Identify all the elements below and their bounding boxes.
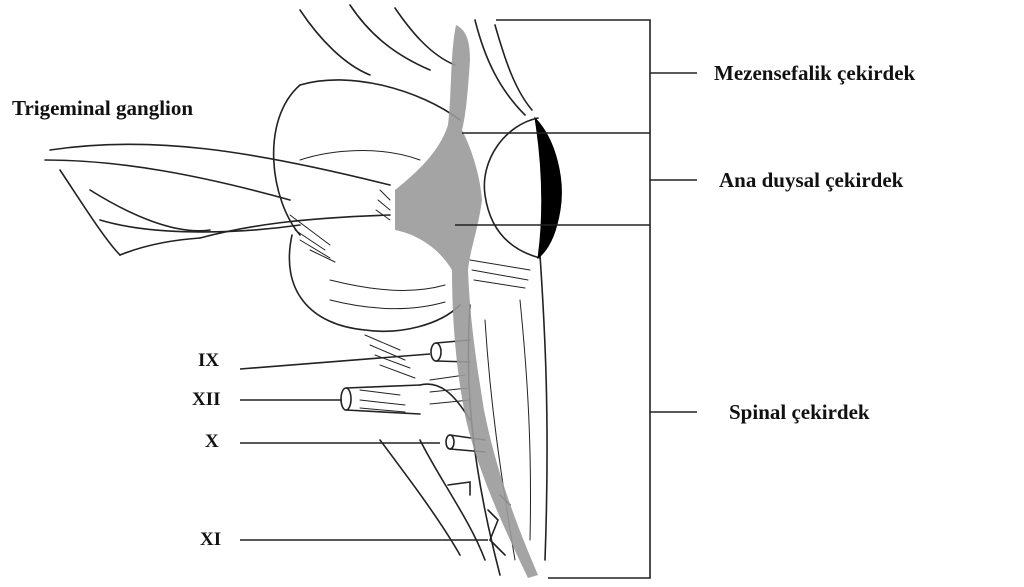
label-nerve-x: X	[205, 432, 219, 451]
nerve-ix-stub	[431, 343, 441, 361]
lens-outline	[484, 118, 540, 258]
leader-ix	[240, 354, 430, 369]
midbrain-outline	[300, 10, 370, 75]
trigeminal-nerve	[50, 144, 390, 185]
label-trigeminal-ganglion: Trigeminal ganglion	[12, 98, 193, 119]
label-main-sensory-nucleus: Ana duysal çekirdek	[719, 170, 903, 191]
nerve-x-stub	[446, 435, 454, 449]
main-sensory-nucleus-crescent	[535, 118, 561, 258]
level-bracket	[496, 20, 650, 578]
label-spinal-nucleus: Spinal çekirdek	[729, 402, 870, 423]
label-nerve-xii: XII	[192, 390, 221, 409]
nerve-xi-stub	[448, 482, 470, 495]
label-nerve-xi: XI	[200, 530, 221, 549]
label-nerve-ix: IX	[198, 351, 219, 370]
nerve-xii-stub	[341, 388, 351, 410]
trigeminal-sensory-column-shade	[395, 25, 538, 578]
label-mesencephalic-nucleus: Mezensefalik çekirdek	[714, 63, 915, 84]
